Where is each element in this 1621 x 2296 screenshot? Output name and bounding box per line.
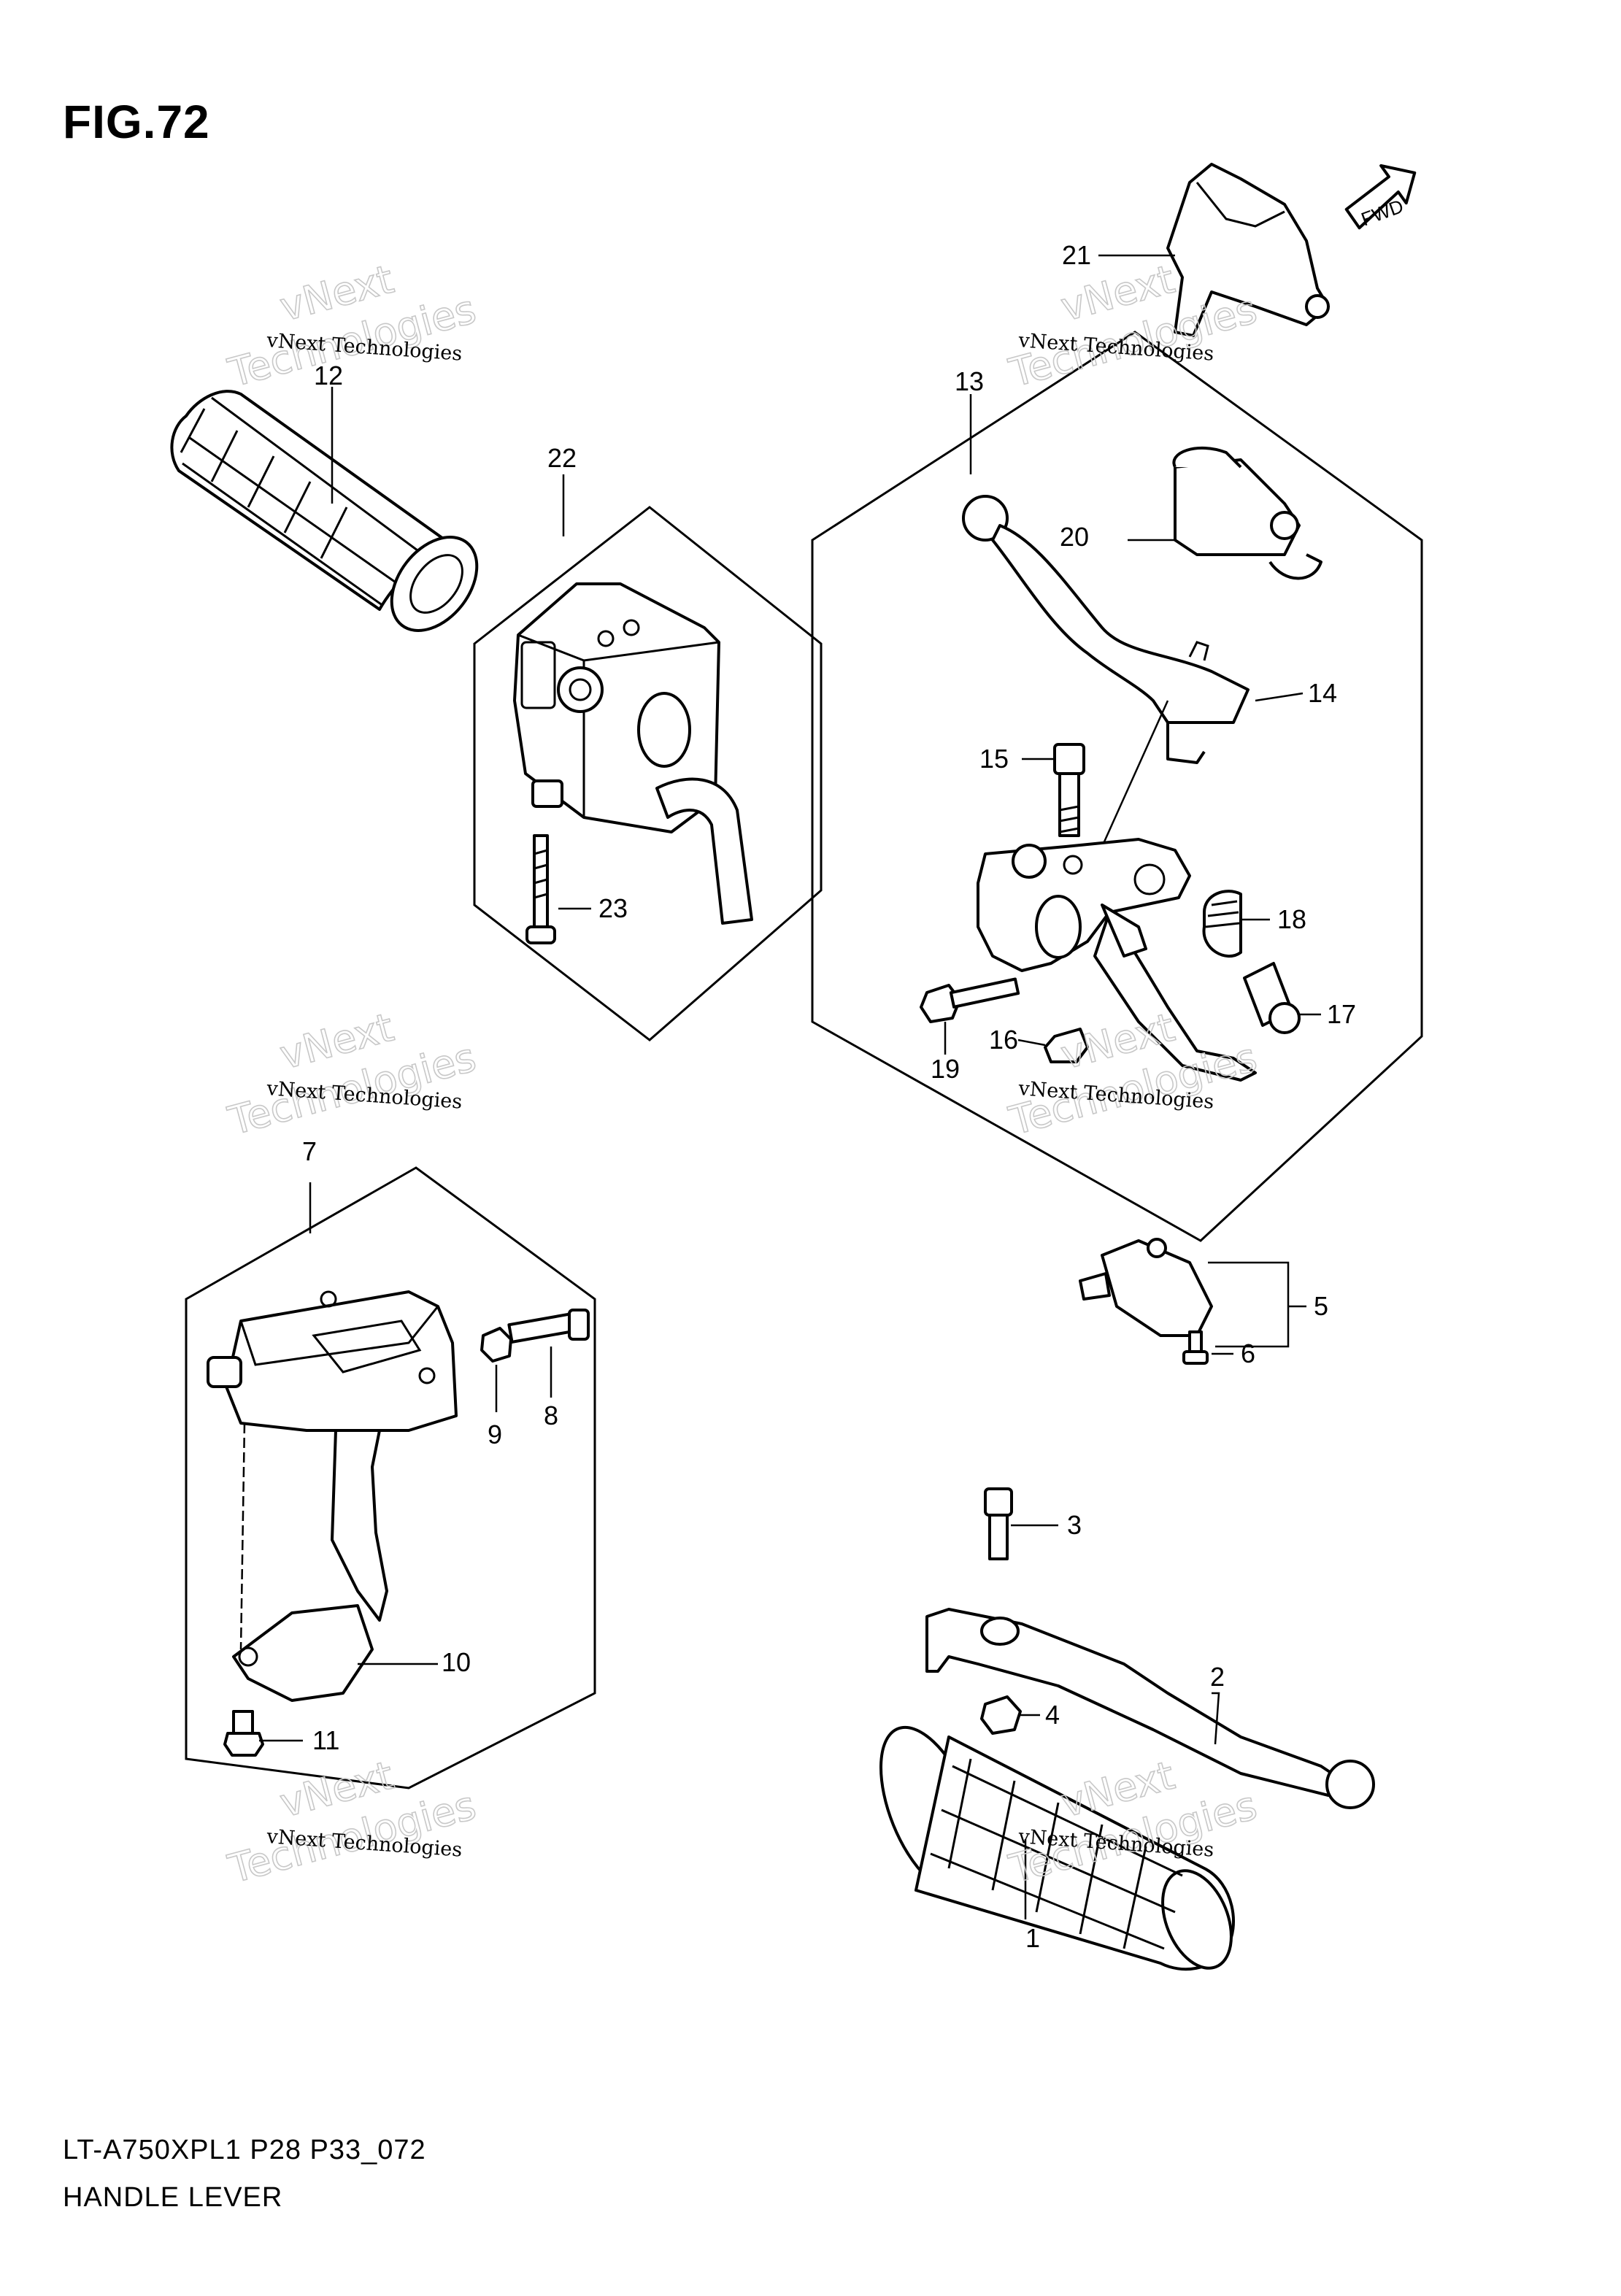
callout-18: 18: [1277, 904, 1306, 934]
leader-lines: [259, 254, 1321, 1919]
bracket-20: [1172, 446, 1322, 580]
callout-4: 4: [1045, 1700, 1060, 1730]
callout-20: 20: [1060, 522, 1089, 552]
callout-22: 22: [547, 443, 577, 473]
throttle-case-7: [207, 1290, 458, 1622]
callout-15: 15: [979, 744, 1009, 774]
rubber-cap-18: [1202, 890, 1242, 958]
figure-title: FIG.72: [63, 96, 210, 148]
callout-14: 14: [1308, 678, 1337, 708]
screw-23: [525, 834, 556, 944]
bolt-11: [223, 1710, 264, 1757]
left-grip: [170, 390, 479, 632]
callout-16: 16: [989, 1025, 1018, 1055]
bracket-10: [232, 1604, 374, 1702]
lever-holder: [977, 838, 1257, 1082]
right-grip: [879, 1725, 1235, 1971]
group-box-switch: [473, 506, 823, 1041]
callout-6: 6: [1241, 1338, 1255, 1368]
callout-5: 5: [1314, 1291, 1328, 1321]
nut-16: [1044, 1028, 1089, 1063]
group-box-throttle: [185, 1166, 596, 1790]
watermark-mid-right: vNext Technologies vNext Technologies: [1004, 1003, 1262, 1145]
callout-12: 12: [314, 361, 343, 390]
callout-10: 10: [442, 1647, 471, 1677]
fwd-arrow-icon: FWD: [1344, 163, 1417, 230]
callout-9: 9: [488, 1419, 502, 1449]
callout-8: 8: [544, 1401, 558, 1430]
callout-23: 23: [598, 893, 628, 923]
handlebar-switch: [513, 582, 753, 925]
diagram-name: HANDLE LEVER: [63, 2182, 283, 2213]
bolt-3: [984, 1487, 1013, 1560]
bolt-19: [920, 977, 1020, 1023]
callout-21: 21: [1062, 240, 1091, 270]
model-code: LT-A750XPL1 P28 P33_072: [63, 2135, 426, 2165]
watermark-top-left: vNext Technologies vNext Technologies: [223, 255, 481, 397]
callout-19: 19: [931, 1054, 960, 1084]
nut-9: [480, 1327, 512, 1363]
callouts: 1 2 3 4 5 6 7 8 9 10 11 12 13 14 15 16 1…: [302, 240, 1356, 1953]
watermark-mid-left: vNext Technologies vNext Technologies: [223, 1003, 481, 1145]
group-box-front-brake: [811, 331, 1423, 1242]
screw-17: [1243, 962, 1301, 1034]
callout-3: 3: [1067, 1510, 1082, 1540]
screw-6: [1182, 1330, 1209, 1365]
callout-11: 11: [312, 1725, 339, 1755]
callout-1: 1: [1025, 1923, 1040, 1953]
nut-4: [980, 1695, 1022, 1735]
lever-2: [925, 1608, 1375, 1809]
callout-2: 2: [1210, 1662, 1225, 1692]
callout-13: 13: [955, 366, 984, 396]
callout-7: 7: [302, 1136, 317, 1166]
pivot-bolt-15: [1053, 743, 1085, 837]
brake-switch-5: [1079, 1238, 1213, 1337]
screw-8: [507, 1309, 590, 1344]
lever-cover: [1166, 163, 1330, 337]
watermark-bottom-left: vNext Technologies vNext Technologies: [223, 1752, 481, 1893]
brake-lever-14: [962, 495, 1250, 764]
callout-17: 17: [1327, 999, 1356, 1029]
